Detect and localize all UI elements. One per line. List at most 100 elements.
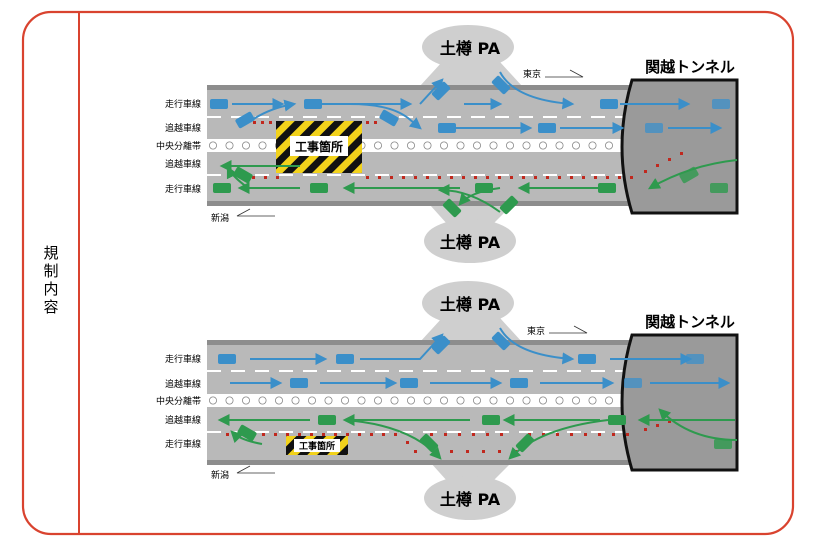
car-green <box>710 183 728 193</box>
parking-area-top-upper <box>422 25 514 69</box>
tunnel-label-top: 関越トンネル <box>645 58 735 76</box>
car-green <box>419 433 439 453</box>
median-circle <box>588 141 597 150</box>
car-green <box>598 183 616 193</box>
car-green <box>482 415 500 425</box>
road-edge-bottom-1 <box>207 340 737 345</box>
direction-arrow-niigata-top <box>236 208 275 217</box>
median-circle <box>423 141 432 150</box>
median-circle <box>572 141 581 150</box>
car-blue <box>379 109 399 127</box>
car-blue <box>438 123 456 133</box>
median-circle <box>489 141 498 150</box>
diagram-bottom: 土樽 PA 土樽 PA 関越トンネル 東京 新潟 走行車線 追越車線 中央分離帯… <box>156 281 739 520</box>
median-circle <box>324 396 333 405</box>
median-circle <box>605 141 614 150</box>
direction-niigata-top: 新潟 <box>211 212 229 224</box>
direction-arrow-niigata-bottom <box>236 465 275 474</box>
median-circle <box>522 141 531 150</box>
car-blue <box>290 378 308 388</box>
parking-area-bottom-lower <box>424 476 516 520</box>
car-blue <box>712 99 730 109</box>
car-blue <box>431 335 451 355</box>
median-circle <box>274 396 283 405</box>
median-circle <box>357 396 366 405</box>
lane-label-median: 中央分離帯 <box>156 395 201 407</box>
pa-label-bottom-lower: 土樽 PA <box>440 490 501 509</box>
direction-arrow-tokyo-top <box>545 69 584 78</box>
cone-line-top <box>240 121 683 179</box>
car-blue <box>510 378 528 388</box>
lane-label-pass-down: 追越車線 <box>165 158 201 170</box>
car-green <box>679 166 699 184</box>
direction-niigata-bottom: 新潟 <box>211 469 229 481</box>
median-circle <box>539 141 548 150</box>
down-flow-top <box>219 159 738 213</box>
median-circle <box>406 141 415 150</box>
lane-label-pass-up: 追越車線 <box>165 122 201 134</box>
median-circle <box>291 396 300 405</box>
direction-arrow-tokyo-bottom <box>549 325 588 334</box>
car-blue <box>538 123 556 133</box>
direction-tokyo-top: 東京 <box>523 68 541 80</box>
median-circle <box>522 396 531 405</box>
median-circle <box>258 141 267 150</box>
pa-ramp-bottom-lower <box>430 462 512 482</box>
median-circle <box>555 141 564 150</box>
median-circle <box>406 396 415 405</box>
median-circle <box>456 141 465 150</box>
car-blue <box>578 354 596 364</box>
car-blue <box>686 354 704 364</box>
lane-label-run-up: 走行車線 <box>165 353 201 365</box>
road-edge-top-2 <box>207 201 737 206</box>
tunnel-bottom <box>620 333 739 472</box>
median-circle <box>572 396 581 405</box>
diagram-top: 土樽 PA 土樽 PA 関越トンネル 東京 新潟 走行車線 追越車線 中央分離帯… <box>156 25 739 263</box>
median-circle <box>390 396 399 405</box>
car-blue <box>645 123 663 133</box>
parking-area-bottom-upper <box>422 281 514 325</box>
median-circle <box>340 396 349 405</box>
side-label-char-1: 規 <box>43 244 58 262</box>
pa-label-top-upper: 土樽 PA <box>440 39 501 58</box>
work-zone-label-bg-bottom <box>294 439 340 452</box>
car-blue <box>218 354 236 364</box>
car-green <box>310 183 328 193</box>
work-zone-label-bg-top <box>290 136 348 156</box>
median-circle <box>258 396 267 405</box>
median-circle <box>489 396 498 405</box>
median-circle <box>208 141 217 150</box>
median-circle <box>555 396 564 405</box>
car-green <box>442 198 462 218</box>
lane-label-run-up: 走行車線 <box>165 98 201 110</box>
pa-label-bottom-upper: 土樽 PA <box>440 295 501 314</box>
car-blue <box>210 99 228 109</box>
car-blue <box>491 331 511 351</box>
car-green <box>237 424 257 442</box>
side-label-char-4: 容 <box>43 298 58 316</box>
median-circle <box>439 141 448 150</box>
cars-top <box>210 75 730 218</box>
up-flow-bottom <box>230 327 731 389</box>
car-green <box>499 195 519 215</box>
road-edge-top-1 <box>207 85 737 90</box>
lane-label-run-down: 走行車線 <box>165 438 201 450</box>
median-circle <box>505 396 514 405</box>
car-blue <box>491 75 511 95</box>
cars-bottom <box>218 331 732 453</box>
car-green <box>318 415 336 425</box>
up-flow-top <box>232 71 723 134</box>
car-blue <box>336 354 354 364</box>
median-circle <box>390 141 399 150</box>
car-green <box>213 183 231 193</box>
median-circle <box>472 141 481 150</box>
car-blue <box>431 81 451 101</box>
median-circle <box>588 396 597 405</box>
median-circle <box>307 396 316 405</box>
work-zone-label-bottom: 工事箇所 <box>299 440 335 452</box>
median-circle <box>373 141 382 150</box>
lane-label-pass-up: 追越車線 <box>165 378 201 390</box>
median-circle <box>456 396 465 405</box>
median-circle <box>225 396 234 405</box>
side-label-char-3: 内 <box>43 280 58 298</box>
